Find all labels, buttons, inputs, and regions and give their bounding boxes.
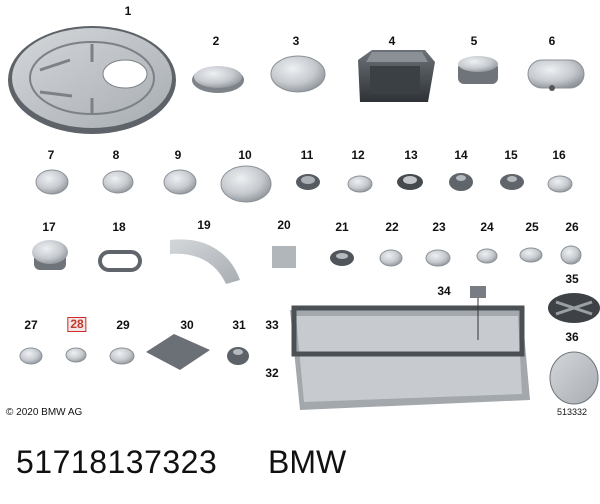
callout-14[interactable]: 14 [454,148,468,162]
part-6-oval-plug [527,59,585,91]
callout-17[interactable]: 17 [42,220,56,234]
callout-24[interactable]: 24 [480,220,494,234]
callout-7[interactable]: 7 [47,148,55,162]
callout-28-highlighted[interactable]: 28 [67,317,87,332]
callout-16[interactable]: 16 [552,148,566,162]
callout-8[interactable]: 8 [112,148,120,162]
callout-19[interactable]: 19 [197,218,211,232]
callout-10[interactable]: 10 [238,148,252,162]
callout-23[interactable]: 23 [432,220,446,234]
callout-34[interactable]: 34 [437,284,451,298]
callout-31[interactable]: 31 [232,318,246,332]
callout-11[interactable]: 11 [300,148,314,162]
callout-21[interactable]: 21 [335,220,349,234]
part-32-33-tray [290,286,530,410]
callout-3[interactable]: 3 [292,34,300,48]
part-4-housing [358,50,435,102]
callout-33[interactable]: 33 [265,318,279,332]
callout-22[interactable]: 22 [385,220,399,234]
callout-25[interactable]: 25 [525,220,539,234]
callout-27[interactable]: 27 [24,318,38,332]
callout-6[interactable]: 6 [548,34,556,48]
callout-15[interactable]: 15 [504,148,518,162]
callout-2[interactable]: 2 [212,34,220,48]
callout-36[interactable]: 36 [565,330,579,344]
callout-9[interactable]: 9 [174,148,182,162]
callout-35[interactable]: 35 [565,272,579,286]
callout-13[interactable]: 13 [404,148,418,162]
callout-4[interactable]: 4 [388,34,396,48]
row3-parts [32,239,582,284]
part-number-caption: 51718137323 [16,444,218,480]
part-35-round-cap [548,293,600,323]
callout-26[interactable]: 26 [565,220,579,234]
part-5-plug [458,56,498,84]
callout-18[interactable]: 18 [112,220,126,234]
part-3-plug [270,55,326,93]
row4-parts [19,334,249,370]
part-2-plug [192,66,244,93]
drawing-number: 513332 [557,407,588,417]
callout-32[interactable]: 32 [265,366,279,380]
callout-20[interactable]: 20 [277,218,291,232]
brand-caption: BMW [268,444,347,480]
callout-30[interactable]: 30 [180,318,194,332]
copyright-text: © 2020 BMW AG [6,407,83,418]
callout-12[interactable]: 12 [351,148,365,162]
part-1-round-cover [8,26,176,134]
callout-1[interactable]: 1 [124,4,132,18]
part-36-cover [549,351,599,405]
callout-29[interactable]: 29 [116,318,130,332]
row2-parts [35,165,573,203]
callout-5[interactable]: 5 [470,34,478,48]
